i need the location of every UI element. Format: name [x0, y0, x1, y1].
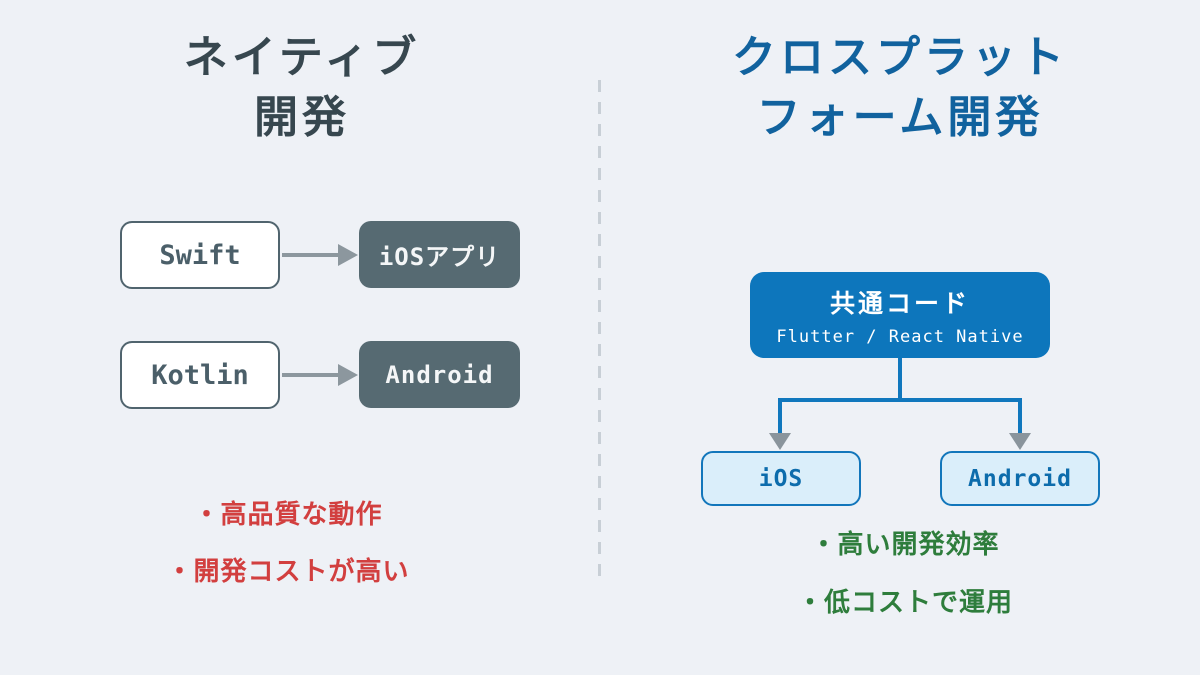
native-pro-bullet: ・高品質な動作 — [193, 499, 383, 529]
android-platform-box: Android — [940, 451, 1100, 506]
arrow-down-icon — [769, 433, 791, 450]
arrow-right-icon — [282, 253, 340, 257]
ios-platform-box: iOS — [701, 451, 861, 506]
cross-platform-pro-bullet: ・低コストで運用 — [796, 587, 1013, 617]
android-app-label: Android — [385, 360, 494, 389]
ios-app-box: iOSアプリ — [359, 221, 520, 288]
kotlin-label: Kotlin — [151, 359, 249, 391]
arrow-right-icon — [338, 244, 358, 266]
native-development-title: ネイティブ 開発 — [183, 33, 421, 142]
tree-branch-line — [778, 398, 782, 434]
common-code-box: 共通コード Flutter / React Native — [750, 272, 1050, 358]
tree-branch-line — [1018, 398, 1022, 434]
arrow-right-icon — [338, 364, 358, 386]
native-con-bullet: ・開発コストが高い — [166, 556, 410, 586]
tree-horizontal-line — [778, 398, 1022, 402]
swift-box: Swift — [120, 221, 280, 289]
ios-app-label: iOSアプリ — [378, 243, 501, 271]
swift-label: Swift — [159, 239, 241, 271]
ios-platform-label: iOS — [758, 465, 804, 492]
dashed-divider — [598, 80, 601, 578]
android-platform-label: Android — [968, 465, 1072, 492]
cross-platform-pro-bullet: ・高い開発効率 — [810, 529, 1000, 559]
common-code-title: 共通コード — [829, 289, 970, 318]
kotlin-box: Kotlin — [120, 341, 280, 409]
common-code-subtitle: Flutter / React Native — [776, 326, 1024, 347]
arrow-down-icon — [1009, 433, 1031, 450]
tree-stem-line — [898, 358, 902, 402]
arrow-right-icon — [282, 373, 340, 377]
cross-platform-title: クロスプラット フォーム開発 — [732, 33, 1068, 142]
android-app-box: Android — [359, 341, 520, 408]
